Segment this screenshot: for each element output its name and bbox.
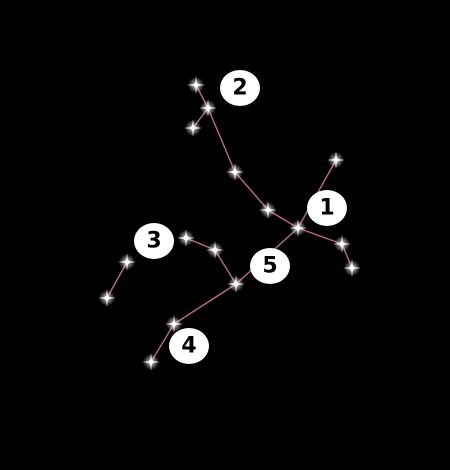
- badge-3[interactable]: 3: [134, 223, 174, 259]
- star-core: [104, 295, 110, 301]
- constellation-line: [207, 107, 236, 173]
- star-icon[interactable]: [327, 151, 345, 169]
- star-core: [205, 105, 211, 111]
- star-icon[interactable]: [187, 76, 205, 94]
- badge-4-bubble: [169, 328, 209, 364]
- star-core: [349, 265, 355, 271]
- badge-5-bubble: [250, 248, 290, 284]
- star-icon[interactable]: [184, 119, 202, 137]
- star-icon[interactable]: [333, 235, 351, 253]
- star-core: [265, 207, 271, 213]
- star-core: [232, 169, 238, 175]
- star-icon[interactable]: [343, 259, 361, 277]
- star-core: [124, 259, 130, 265]
- badge-4[interactable]: 4: [169, 328, 209, 364]
- star-core: [148, 359, 154, 365]
- star-core: [339, 241, 345, 247]
- star-core: [183, 235, 189, 241]
- star-icon[interactable]: [227, 275, 245, 293]
- star-icon[interactable]: [118, 253, 136, 271]
- badge-2-bubble: [220, 70, 260, 106]
- badge-2-label: 2: [232, 76, 247, 101]
- badge-5[interactable]: 5: [250, 248, 290, 284]
- badge-1-label: 1: [319, 196, 334, 221]
- badge-4-label: 4: [181, 334, 196, 359]
- badge-5-label: 5: [262, 254, 277, 279]
- star-core: [171, 321, 177, 327]
- star-icon[interactable]: [206, 241, 224, 259]
- badge-3-label: 3: [146, 229, 161, 254]
- badge-1-bubble: [307, 190, 347, 226]
- badge-2[interactable]: 2: [220, 70, 260, 106]
- stars-layer: [98, 76, 361, 371]
- constellation-line: [173, 283, 237, 325]
- star-icon[interactable]: [259, 201, 277, 219]
- star-core: [193, 82, 199, 88]
- star-core: [212, 247, 218, 253]
- star-icon[interactable]: [98, 289, 116, 307]
- star-icon[interactable]: [199, 99, 217, 117]
- badge-3-bubble: [134, 223, 174, 259]
- constellation-line: [234, 171, 269, 211]
- star-core: [190, 125, 196, 131]
- star-core: [295, 225, 301, 231]
- star-icon[interactable]: [142, 353, 160, 371]
- star-icon[interactable]: [226, 163, 244, 181]
- star-core: [233, 281, 239, 287]
- star-icon[interactable]: [165, 315, 183, 333]
- star-icon[interactable]: [289, 219, 307, 237]
- badge-1[interactable]: 1: [307, 190, 347, 226]
- star-icon[interactable]: [177, 229, 195, 247]
- star-core: [333, 157, 339, 163]
